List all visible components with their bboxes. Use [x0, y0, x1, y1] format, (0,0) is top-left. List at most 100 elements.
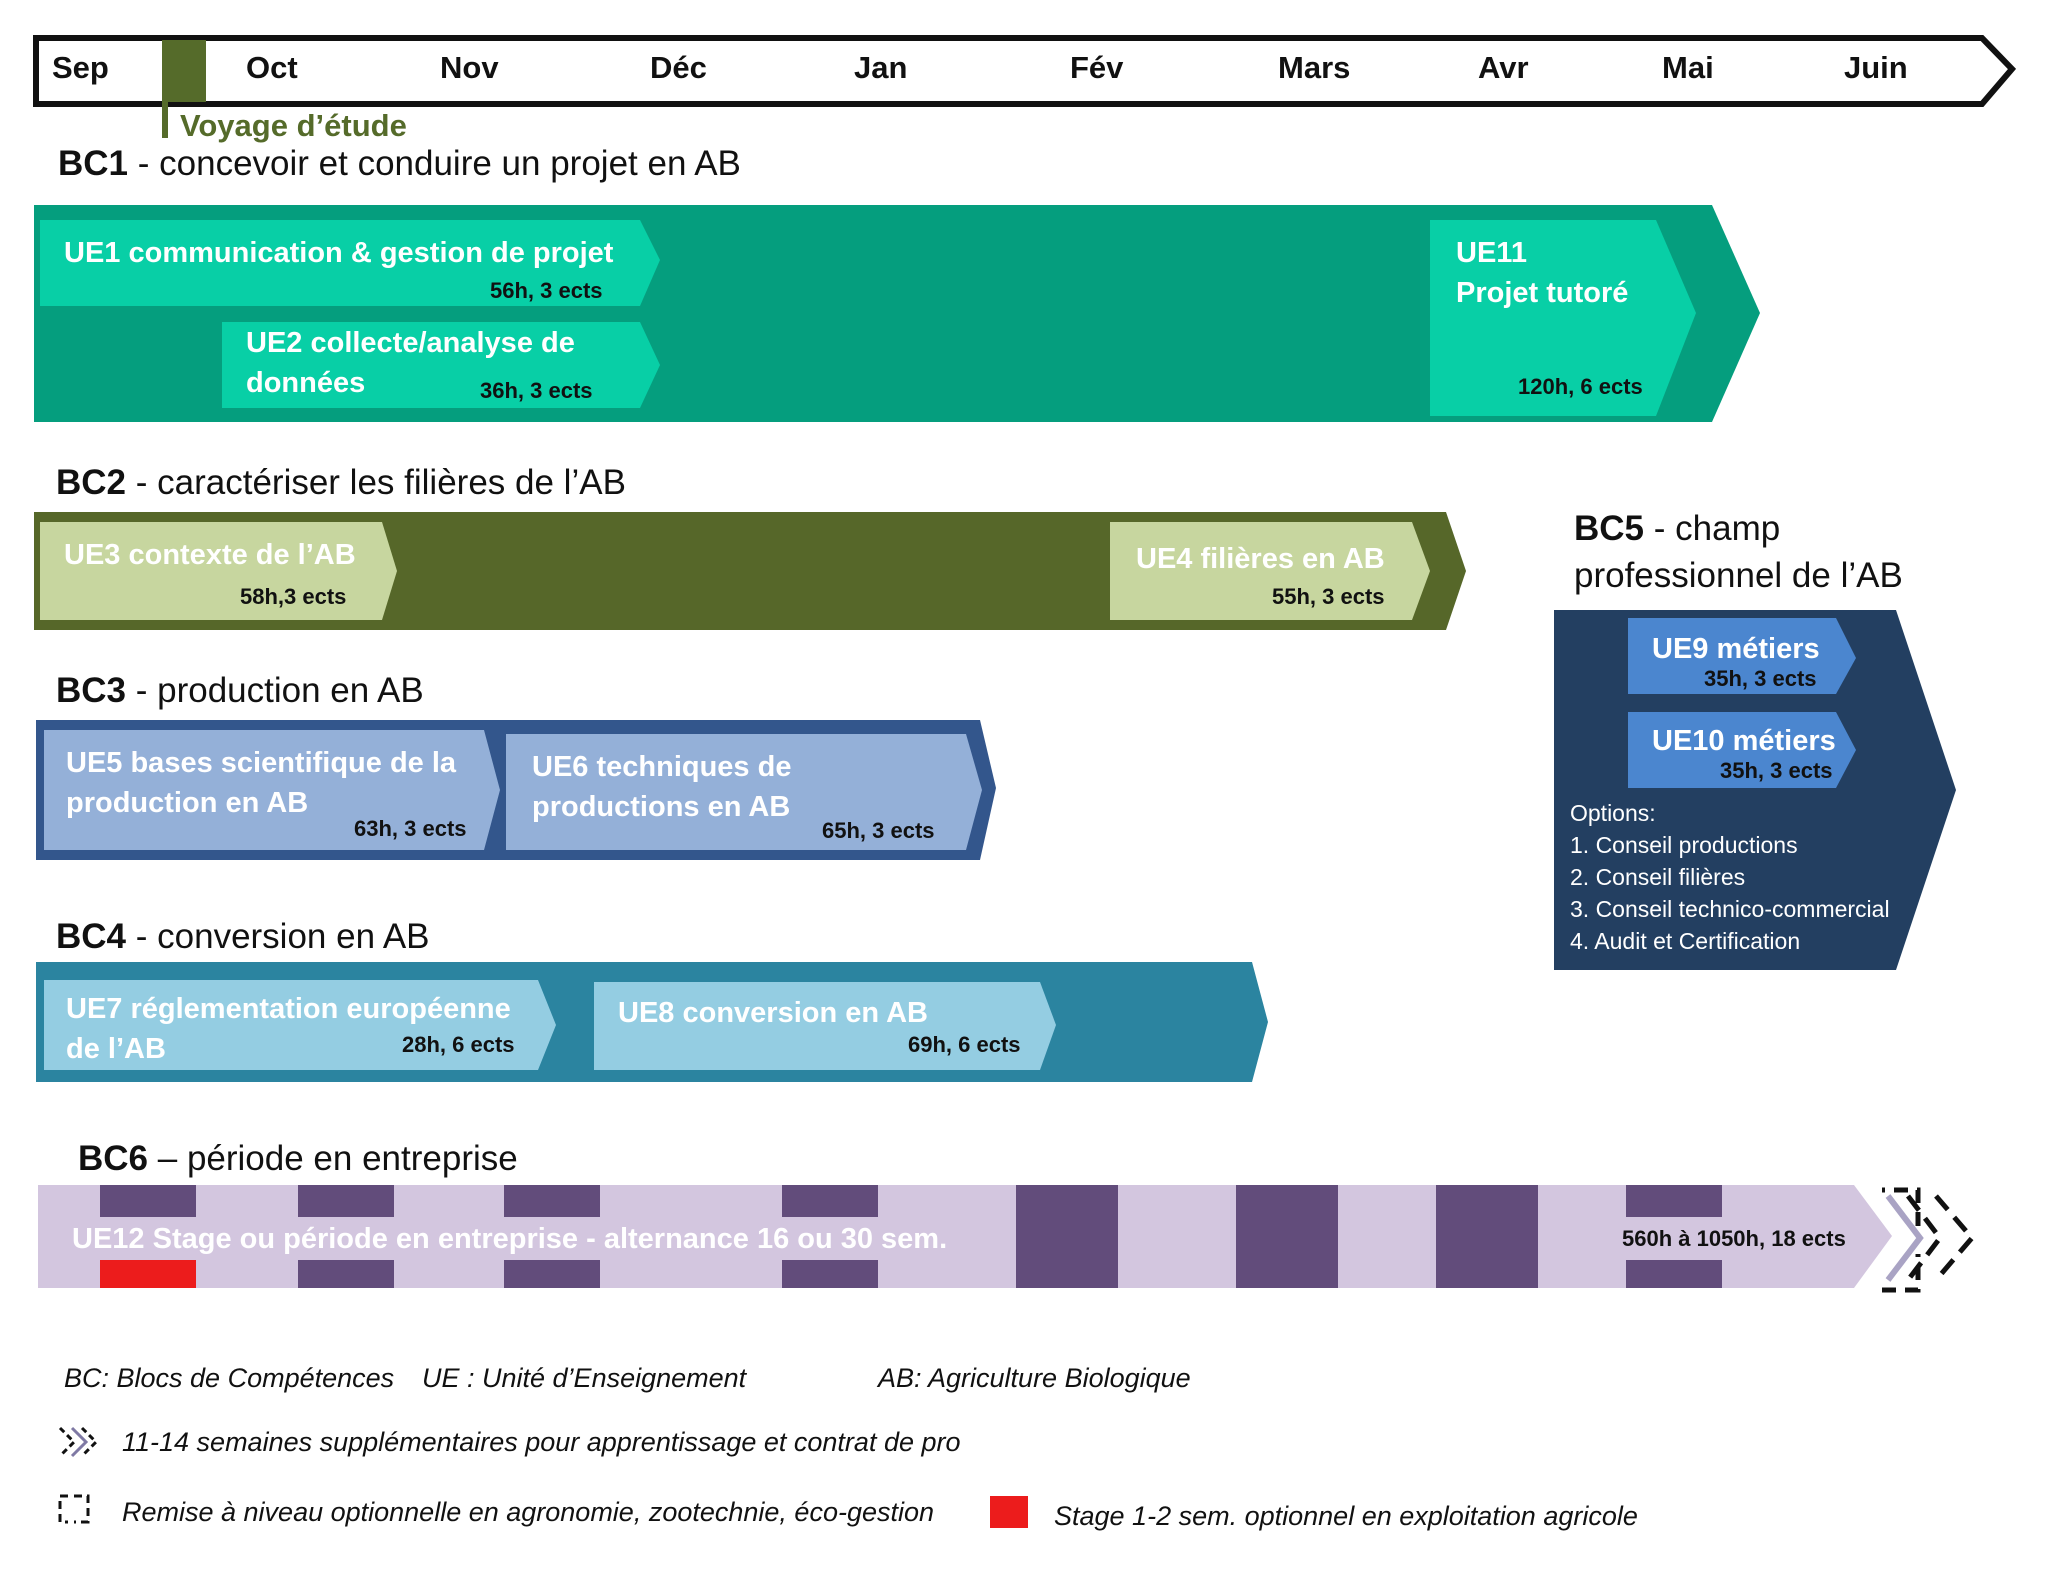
month-mai: Mai — [1662, 50, 1714, 85]
ue5-title-line1: UE5 bases scientifique de la — [66, 747, 457, 779]
bc3-title-text: - production en AB — [126, 671, 424, 710]
bc5-title-line2: professionnel de l’AB — [1574, 556, 1903, 595]
legend-ab-abbr: AB: Agriculture Biologique — [878, 1363, 1191, 1393]
bc3-title: BC3 - production en AB — [56, 670, 424, 712]
ue9-title: UE9 métiers — [1652, 633, 1820, 665]
ue2-title-line1: UE2 collecte/analyse de — [246, 327, 575, 359]
legend-red-text: Stage 1-2 sem. optionnel en exploitation… — [1054, 1501, 1638, 1531]
ue3-hours: 58h,3 ects — [240, 584, 347, 609]
company-period-block — [1626, 1185, 1722, 1217]
bc6-code: BC6 — [78, 1139, 149, 1178]
ue11-title-line1: UE11 — [1456, 237, 1527, 269]
bc2-code: BC2 — [56, 463, 127, 502]
ue5-hours: 63h, 3 ects — [354, 816, 467, 841]
bc1-title: BC1 - concevoir et conduire un projet en… — [58, 143, 741, 185]
chevron-icon — [1934, 1194, 1976, 1282]
ue3-box — [40, 522, 397, 620]
bc5-option: 3. Conseil technico-commercial — [1570, 896, 1890, 922]
bc5-title-line1: BC5 - champ — [1574, 508, 1780, 550]
ue1-hours: 56h, 3 ects — [490, 278, 603, 303]
company-period-block — [504, 1185, 600, 1217]
month-mars: Mars — [1278, 50, 1351, 85]
ue9-hours: 35h, 3 ects — [1704, 666, 1817, 691]
ue8-box — [594, 982, 1056, 1070]
bc5-option: 2. Conseil filières — [1570, 864, 1746, 890]
company-period-block — [298, 1185, 394, 1217]
ue4-title: UE4 filières en AB — [1136, 543, 1385, 575]
ue10-hours: 35h, 3 ects — [1720, 758, 1833, 783]
bc1-title-text: - concevoir et conduire un projet en AB — [128, 144, 741, 183]
voyage-label: Voyage d’étude — [180, 108, 407, 143]
month-oct: Oct — [246, 50, 298, 85]
bc6-hours: 560h à 1050h, 18 ects — [1622, 1226, 1846, 1251]
bc5-title-text: - champ — [1644, 509, 1781, 548]
company-period-block — [298, 1260, 394, 1288]
ue4-box — [1110, 522, 1430, 620]
legend-red-square — [990, 1496, 1028, 1528]
ue2-title-line2: données — [246, 367, 366, 399]
bc6-band — [38, 1185, 1892, 1288]
ue11-box — [1430, 220, 1696, 416]
ue2-box — [222, 322, 660, 408]
company-period-block — [1436, 1185, 1538, 1288]
ue5-title-line2: production en AB — [66, 787, 309, 819]
bc5-band — [1554, 610, 1956, 970]
company-period-block — [100, 1185, 196, 1217]
company-period-block — [504, 1260, 600, 1288]
ue5-box — [44, 730, 500, 850]
bc4-title-text: - conversion en AB — [126, 917, 430, 956]
bc5-option: 1. Conseil productions — [1570, 832, 1798, 858]
voyage-marker-stem — [162, 100, 168, 138]
bc6-period-blocks — [100, 1185, 1722, 1288]
ue8-title: UE8 conversion en AB — [618, 997, 928, 1029]
legend-chevron-icon — [58, 1426, 99, 1458]
timeline-arrow — [33, 35, 2017, 107]
month-jan: Jan — [854, 50, 908, 85]
ue1-box — [40, 220, 660, 306]
legend-chevron-text: 11-14 semaines supplémentaires pour appr… — [122, 1427, 961, 1457]
chevron-icon — [1885, 1194, 1924, 1282]
ue4-hours: 55h, 3 ects — [1272, 584, 1385, 609]
bc4-code: BC4 — [56, 917, 127, 956]
bc5-code: BC5 — [1574, 509, 1645, 548]
chevron-icon — [1906, 1194, 1944, 1282]
company-period-block — [782, 1185, 878, 1217]
bc2-band — [34, 512, 1466, 630]
bc3-code: BC3 — [56, 671, 127, 710]
month-dec: Déc — [650, 50, 707, 85]
bc5-options-title: Options: — [1570, 800, 1656, 826]
month-nov: Nov — [440, 50, 499, 85]
ue6-hours: 65h, 3 ects — [822, 818, 935, 843]
company-period-block — [1016, 1185, 1118, 1288]
voyage-marker — [162, 40, 206, 102]
bc5-option: 4. Audit et Certification — [1570, 928, 1801, 954]
month-sep: Sep — [52, 50, 109, 85]
bc2-title-text: - caractériser les filières de l’AB — [126, 463, 626, 502]
ue2-hours: 36h, 3 ects — [480, 378, 593, 403]
ue7-title-line2: de l’AB — [66, 1033, 166, 1065]
month-avr: Avr — [1478, 50, 1529, 85]
month-juin: Juin — [1844, 50, 1908, 85]
ue6-title-line1: UE6 techniques de — [532, 751, 792, 783]
month-fev: Fév — [1070, 50, 1124, 85]
legend-ue-abbr: UE : Unité d’Enseignement — [422, 1363, 747, 1393]
ue10-title: UE10 métiers — [1652, 725, 1836, 757]
optional-farm-internship-block — [100, 1260, 196, 1288]
ue7-box — [44, 980, 556, 1070]
ue10-box — [1628, 712, 1856, 788]
ue11-hours: 120h, 6 ects — [1518, 374, 1643, 399]
legend-dashed-bracket-icon — [58, 1494, 90, 1524]
ue6-title-line2: productions en AB — [532, 791, 791, 823]
ue3-title: UE3 contexte de l’AB — [64, 539, 356, 571]
bc6-title-text: – période en entreprise — [148, 1139, 518, 1178]
legend-bracket-text: Remise à niveau optionnelle en agronomie… — [122, 1497, 935, 1527]
ue6-box — [506, 734, 982, 850]
bc4-title: BC4 - conversion en AB — [56, 916, 430, 958]
bc1-code: BC1 — [58, 144, 129, 183]
ue11-title-line2: Projet tutoré — [1456, 277, 1629, 309]
bc6-title: BC6 – période en entreprise — [78, 1138, 518, 1180]
ue1-title: UE1 communication & gestion de projet — [64, 237, 614, 269]
company-period-block — [782, 1260, 878, 1288]
ue7-hours: 28h, 6 ects — [402, 1032, 515, 1057]
